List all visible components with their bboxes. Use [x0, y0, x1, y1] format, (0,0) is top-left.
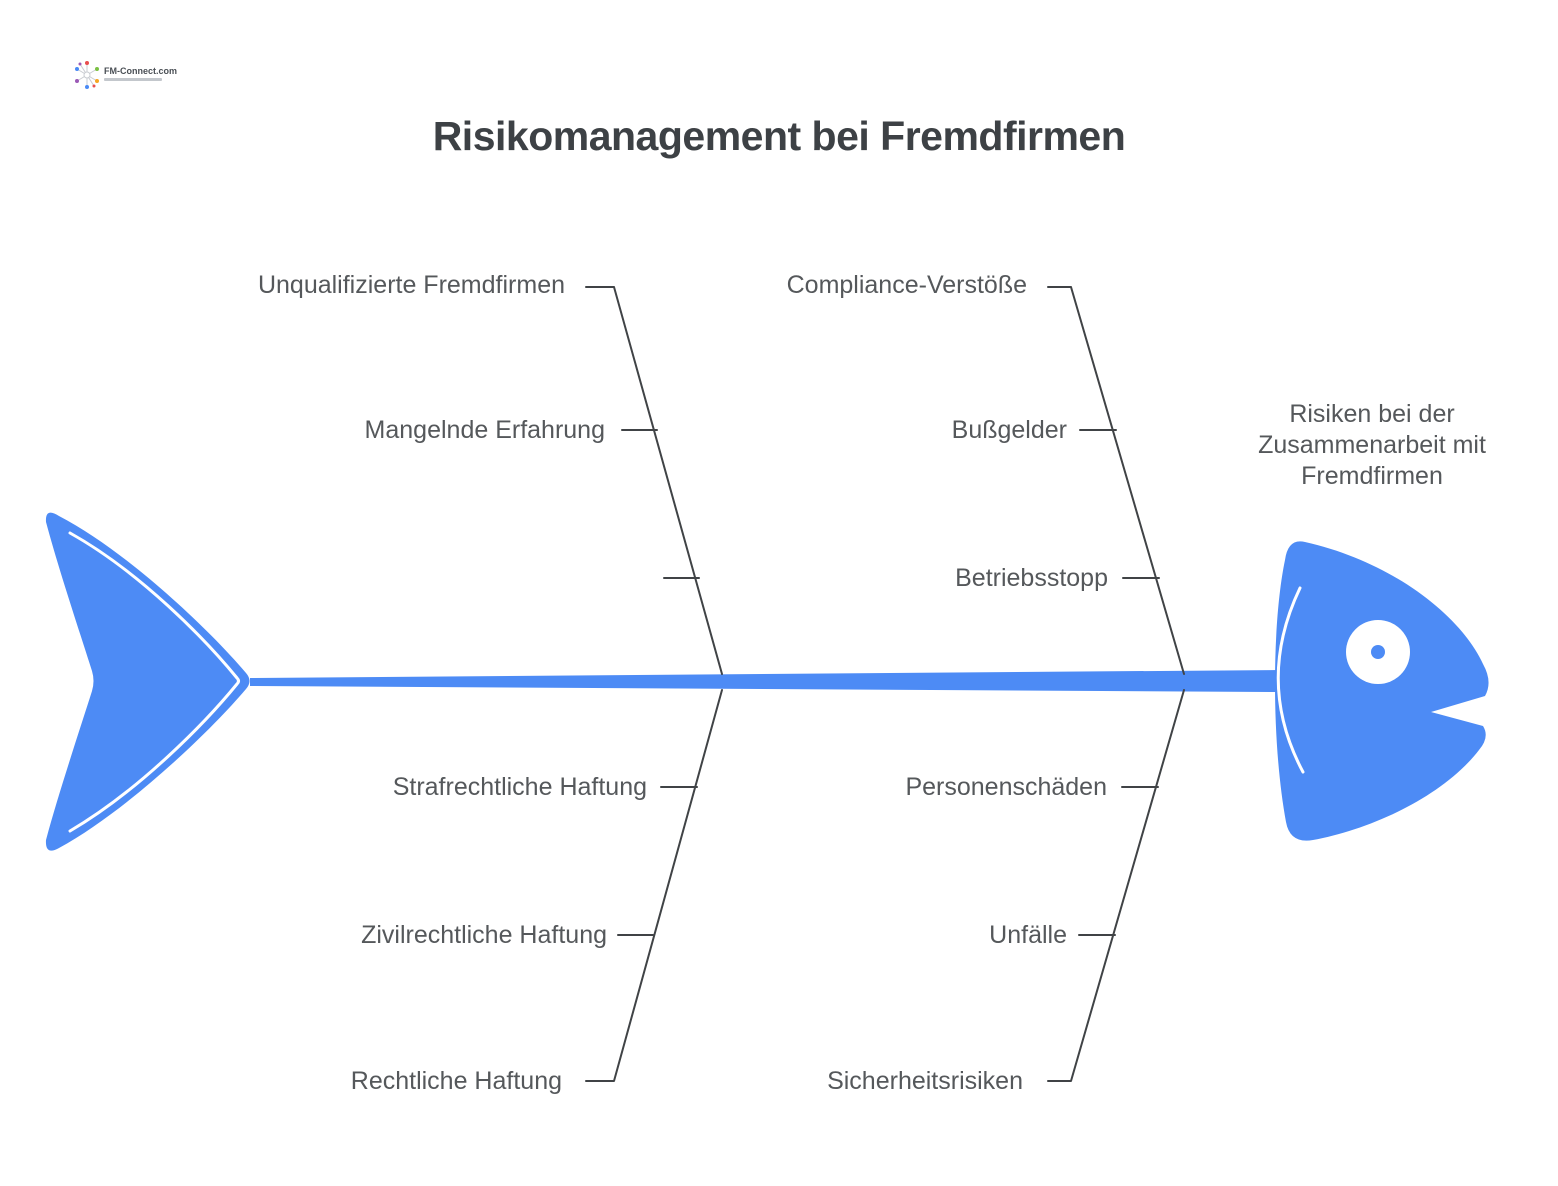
cause-label-sicherheitsrisiken: Sicherheitsrisiken [827, 1067, 1023, 1095]
page-title: Risikomanagement bei Fremdfirmen [432, 113, 1126, 160]
logo: FM-Connect.com [74, 60, 177, 90]
cause-label-unfaelle: Unfälle [989, 921, 1067, 949]
cause-label-unqualifizierte-fremdfirmen: Unqualifizierte Fremdfirmen [257, 271, 565, 299]
logo-starburst-icon [75, 61, 99, 89]
cause-label-strafrechtliche-haftung: Strafrechtliche Haftung [392, 773, 647, 801]
fish-spine [250, 670, 1280, 692]
logo-text: FM-Connect.com [104, 66, 177, 81]
branch-bottom-right [1047, 689, 1185, 1082]
cause-label-zivilrechtliche-haftung: Zivilrechtliche Haftung [361, 921, 607, 949]
fish-head [1275, 541, 1489, 841]
cause-label-rechtliche-haftung: Rechtliche Haftung [350, 1067, 562, 1095]
cause-label-mangelnde-erfahrung: Mangelnde Erfahrung [364, 416, 605, 444]
logo-brand: FM-Connect.com [104, 66, 177, 76]
branch-top-right [1047, 286, 1185, 675]
cause-label-betriebsstopp: Betriebsstopp [955, 564, 1108, 592]
tail-inner-line-icon [68, 531, 240, 833]
branch-bottom-left [585, 689, 723, 1082]
fish-pupil-icon [1371, 645, 1385, 659]
cause-label-compliance-verstoesse: Compliance-Verstöße [786, 271, 1027, 299]
effect-label: Risiken bei der Zusammenarbeit mit Fremd… [1258, 400, 1486, 490]
branch-lines [585, 286, 1185, 1082]
branch-top-left [585, 286, 723, 675]
fish-tail [45, 512, 250, 851]
fish-gill-line-icon [1276, 586, 1305, 774]
cause-label-personenschaeden: Personenschäden [905, 773, 1107, 801]
logo-tagline [104, 78, 162, 81]
cause-label-bussgelder: Bußgelder [951, 416, 1067, 444]
